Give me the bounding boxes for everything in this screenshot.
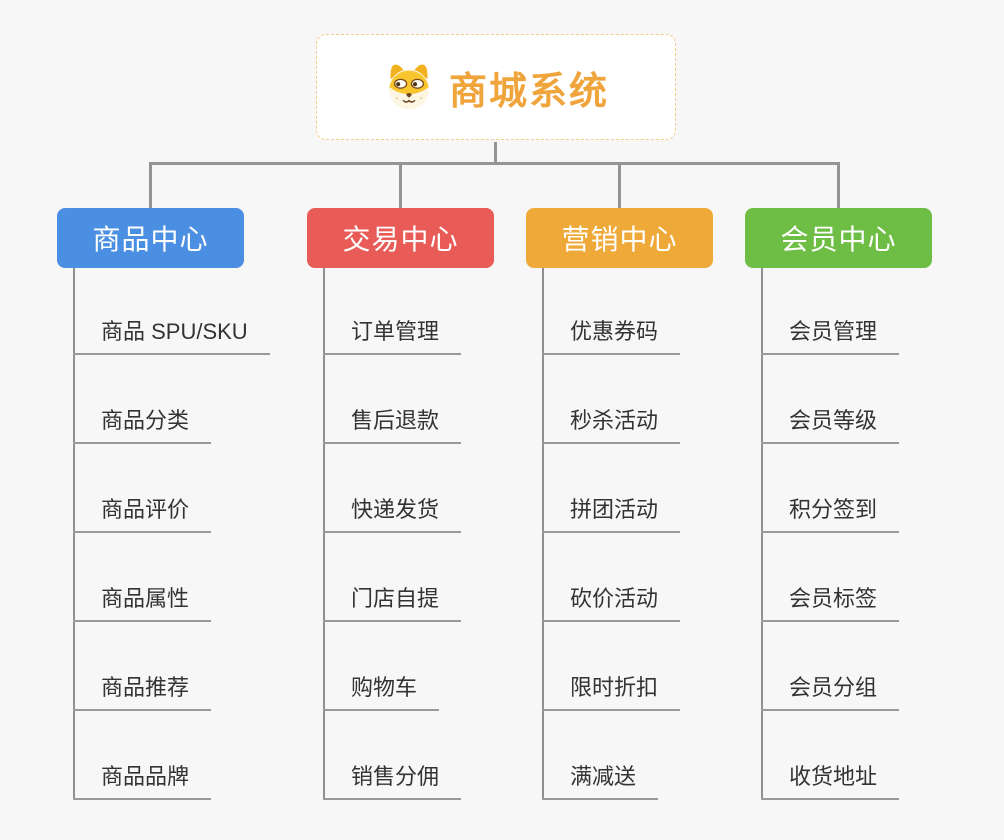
leaf-node[interactable]: 商品分类 [73,406,212,444]
leaf-node[interactable]: 订单管理 [323,317,462,355]
connector-drop-4 [837,164,840,208]
leaf-node[interactable]: 会员管理 [761,317,900,355]
branch-header-trade[interactable]: 交易中心 [307,208,494,268]
leaf-node[interactable]: 秒杀活动 [542,406,681,444]
leaf-node[interactable]: 商品品牌 [73,762,212,800]
connector-drop-1 [149,164,152,208]
leaf-node[interactable]: 门店自提 [323,584,462,622]
branch-marketing: 营销中心优惠券码秒杀活动拼团活动砍价活动限时折扣满减送 [526,208,713,818]
branch-members: 会员中心会员管理会员等级积分签到会员标签会员分组收货地址 [745,208,932,818]
leaf-node[interactable]: 商品评价 [73,495,212,533]
leaf-node[interactable]: 商品推荐 [73,673,212,711]
root-title: 商城系统 [448,70,609,113]
root-node[interactable]: 商城系统 [316,34,676,140]
leaf-node[interactable]: 售后退款 [323,406,462,444]
leaf-node[interactable]: 会员标签 [761,584,900,622]
branch-connector-line [761,268,763,800]
leaf-node[interactable]: 购物车 [323,673,440,711]
branch-trade: 交易中心订单管理售后退款快递发货门店自提购物车销售分佣 [307,208,494,818]
connector-drop-3 [618,164,621,208]
branch-header-products[interactable]: 商品中心 [57,208,244,268]
leaf-node[interactable]: 积分签到 [761,495,900,533]
leaf-node[interactable]: 满减送 [542,762,659,800]
leaf-node[interactable]: 商品 SPU/SKU [73,317,270,355]
branch-header-marketing[interactable]: 营销中心 [526,208,713,268]
branch-header-members[interactable]: 会员中心 [745,208,932,268]
leaf-node[interactable]: 砍价活动 [542,584,681,622]
leaf-node[interactable]: 会员等级 [761,406,900,444]
leaf-node[interactable]: 商品属性 [73,584,212,622]
connector-root-stem [494,142,497,163]
leaf-node[interactable]: 快递发货 [323,495,462,533]
connector-bus [149,162,840,165]
leaf-node[interactable]: 会员分组 [761,673,900,711]
leaf-node[interactable]: 限时折扣 [542,673,681,711]
branch-connector-line [323,268,325,800]
leaf-node[interactable]: 收货地址 [761,762,900,800]
leaf-node[interactable]: 销售分佣 [323,762,462,800]
branch-connector-line [73,268,75,800]
dog-face-icon [388,64,429,110]
leaf-node[interactable]: 拼团活动 [542,495,681,533]
branch-connector-line [542,268,544,800]
leaf-node[interactable]: 优惠券码 [542,317,681,355]
branch-products: 商品中心商品 SPU/SKU 商品分类商品评价商品属性商品推荐商品品牌 [57,208,270,818]
connector-drop-2 [399,164,402,208]
